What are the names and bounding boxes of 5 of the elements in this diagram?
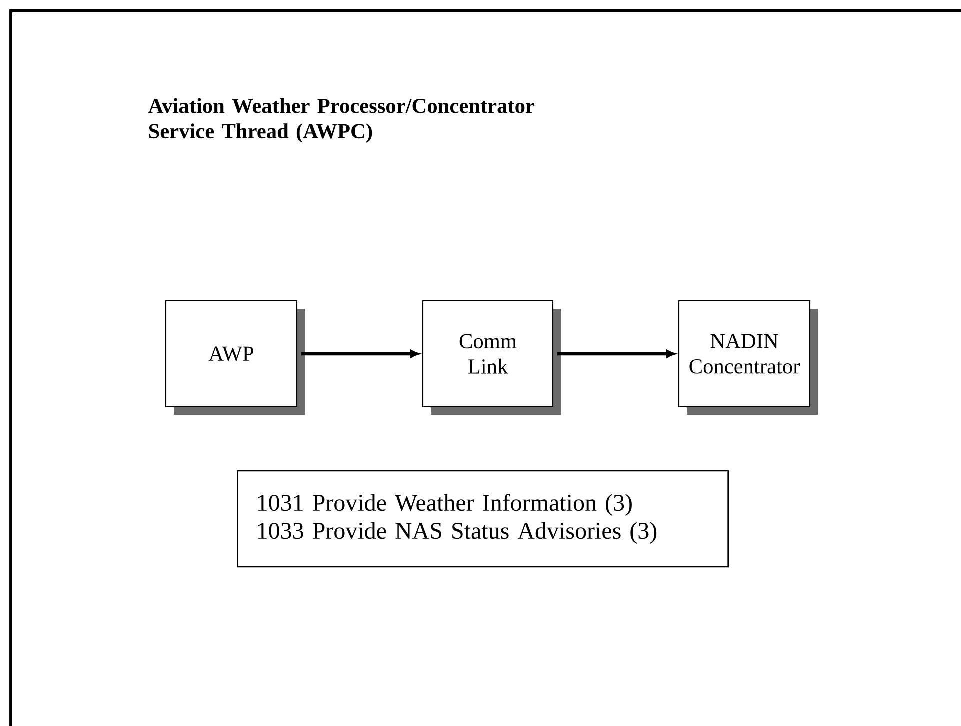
- process-box: NADIN Concentrator: [678, 300, 818, 415]
- process-box: Comm Link: [422, 300, 561, 415]
- title: Aviation Weather Processor/Concentrator Service Thread (AWPC): [148, 98, 535, 143]
- process-box: AWP: [165, 300, 305, 415]
- text-box: 1031 Provide Weather Information (3) 1033 Provide NAS Status Advisories (3): [237, 470, 729, 568]
